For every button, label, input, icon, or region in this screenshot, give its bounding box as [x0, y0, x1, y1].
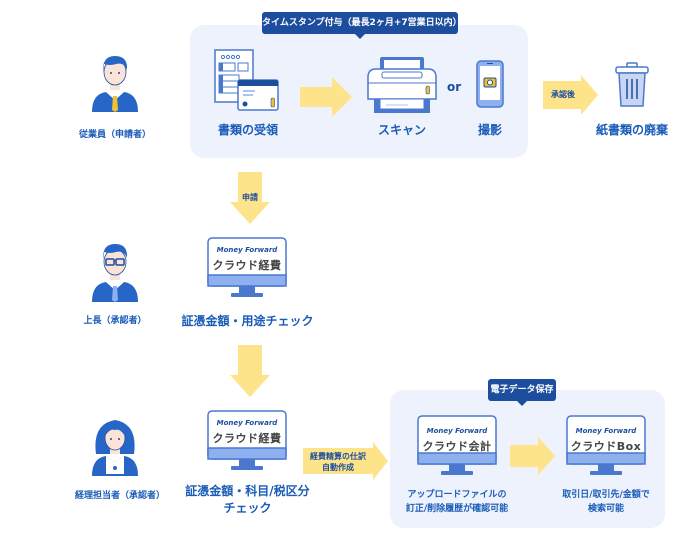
smartphone-camera-icon — [476, 60, 504, 108]
cloud-accounting-monitor: Money Forward クラウド会計 — [417, 415, 497, 477]
accounting-check-label-1: 証憑金額・科目/税区分 — [185, 484, 310, 498]
accounting-check-label-2: チェック — [223, 501, 272, 515]
auto-journal-arrow — [303, 442, 388, 480]
manager-label: 上長（承認者） — [83, 316, 147, 326]
auto-journal-label-1: 経費精算の仕訳 — [310, 452, 366, 461]
scanner-icon — [364, 55, 440, 115]
or-text: or — [447, 80, 462, 94]
employee-avatar — [90, 50, 140, 112]
money-forward-logo: Money Forward — [216, 246, 278, 254]
step-receive-label: 書類の受領 — [217, 123, 278, 137]
employee-label: 従業員（申請者） — [78, 130, 151, 140]
product-name: クラウドBox — [570, 440, 642, 453]
documents-icon — [213, 48, 283, 113]
product-name: クラウド経費 — [212, 259, 282, 272]
trash-icon — [614, 62, 650, 108]
arrow-right-icon — [510, 437, 555, 475]
money-forward-logo: Money Forward — [216, 419, 278, 427]
apply-label: 申請 — [242, 193, 258, 202]
cloud-expense-monitor-accounting: Money Forward クラウド経費 — [207, 410, 287, 472]
product-name: クラウド会計 — [422, 440, 492, 453]
product-name: クラウド経費 — [212, 432, 282, 445]
manager-check-label: 証憑金額・用途チェック — [181, 314, 314, 328]
step-scan-label: スキャン — [377, 123, 426, 137]
cloud-box-desc-2: 検索可能 — [587, 504, 624, 514]
after-approval-arrow — [543, 75, 598, 115]
manager-avatar — [90, 240, 140, 302]
accountant-avatar — [90, 414, 140, 476]
cloud-box-desc-1: 取引日/取引先/金額で — [562, 490, 650, 500]
apply-arrow — [230, 172, 270, 224]
money-forward-logo: Money Forward — [426, 427, 488, 435]
accountant-label: 経理担当者（承認者） — [74, 491, 165, 501]
dispose-paper-label: 紙書類の廃棄 — [595, 123, 668, 137]
cloud-accounting-desc-1: アップロードファイルの — [407, 490, 507, 500]
arrow-down-icon — [230, 345, 270, 397]
timestamp-tag: タイムスタンプ付与（最長2ヶ月+7営業日以内） — [262, 12, 462, 39]
cloud-accounting-desc-2: 訂正/削除履歴が確認可能 — [405, 504, 509, 514]
arrow-right-icon — [300, 77, 352, 117]
cloud-expense-monitor: Money Forward クラウド経費 — [207, 237, 287, 299]
auto-journal-label-2: 自動作成 — [322, 463, 354, 472]
cloud-box-monitor: Money Forward クラウドBox — [566, 415, 646, 477]
money-forward-logo: Money Forward — [575, 427, 637, 435]
e-data-storage-tag: 電子データ保存 — [488, 379, 556, 406]
step-photo-label: 撮影 — [477, 123, 502, 137]
after-approval-label: 承認後 — [551, 90, 575, 99]
